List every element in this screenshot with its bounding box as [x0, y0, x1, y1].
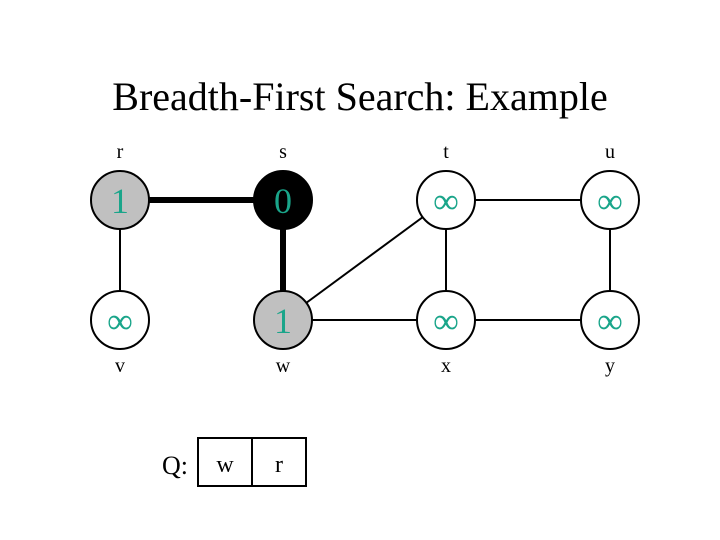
vertex-distance-s: 0 [274, 181, 292, 221]
vertex-label-v: v [115, 355, 125, 377]
vertex-circle-u [580, 170, 640, 230]
vertex-distance-v: ∞ [107, 301, 133, 341]
queue-cell-1 [251, 437, 307, 487]
vertex-u: ∞u [580, 141, 640, 230]
vertex-distance-y: ∞ [597, 301, 623, 341]
vertex-distance-t: ∞ [433, 181, 459, 221]
vertex-circle-v [90, 290, 150, 350]
vertex-x: ∞x [416, 290, 476, 377]
vertex-distance-x: ∞ [433, 301, 459, 341]
vertex-label-r: r [117, 141, 124, 163]
vertex-label-s: s [279, 141, 287, 163]
vertex-s: 0s [253, 141, 313, 230]
edges-layer [119, 197, 611, 321]
queue-item-0: w [216, 452, 234, 478]
vertex-circle-r [90, 170, 150, 230]
page-title: Breadth-First Search: Example [112, 74, 607, 119]
queue-item-1: r [275, 452, 283, 478]
vertex-label-w: w [276, 355, 291, 377]
vertex-w: 1w [253, 290, 313, 377]
queue: Q: w r [162, 437, 307, 487]
vertex-distance-w: 1 [274, 301, 292, 341]
vertex-label-y: y [605, 355, 615, 377]
vertex-r: 1r [90, 141, 150, 230]
vertex-circle-s [253, 170, 313, 230]
vertex-circle-x [416, 290, 476, 350]
vertex-circle-t [416, 170, 476, 230]
vertex-y: ∞y [580, 290, 640, 377]
vertex-label-x: x [441, 355, 451, 377]
vertex-label-t: t [443, 141, 449, 163]
vertex-t: ∞t [416, 141, 476, 230]
vertex-distance-u: ∞ [597, 181, 623, 221]
vertex-v: ∞v [90, 290, 150, 377]
vertex-label-u: u [605, 141, 615, 163]
queue-label: Q: [162, 451, 188, 480]
vertex-distance-r: 1 [111, 181, 129, 221]
edge-w-t [282, 199, 447, 321]
vertex-circle-y [580, 290, 640, 350]
vertex-circle-w [253, 290, 313, 350]
queue-cell-0 [197, 437, 253, 487]
